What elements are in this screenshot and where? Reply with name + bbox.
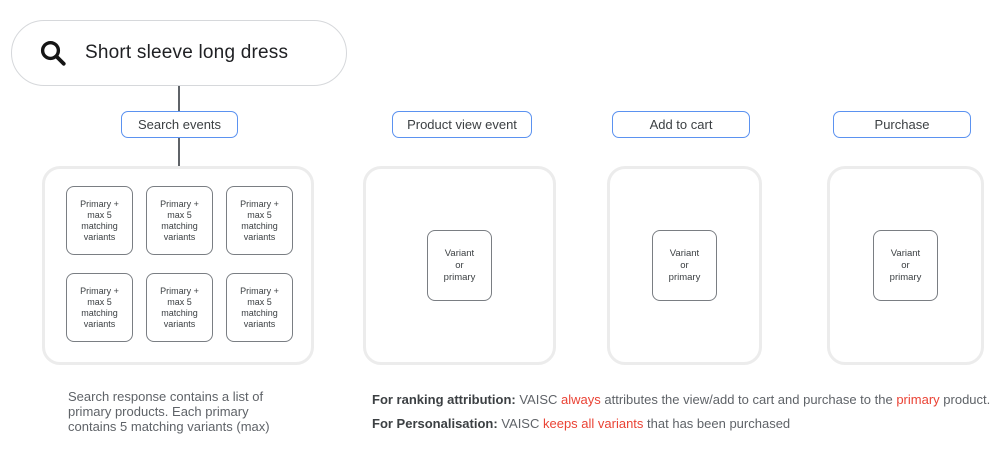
attribution-notes: For ranking attribution: VAISC always at… — [372, 392, 990, 440]
search-events-button[interactable]: Search events — [121, 111, 238, 138]
search-events-container: Primary + max 5 matching variants Primar… — [42, 166, 314, 365]
product-card: Primary + max 5 matching variants — [226, 186, 293, 255]
ranking-note-always: always — [561, 392, 601, 407]
personalisation-note-variants: keeps all variants — [542, 416, 644, 431]
add-to-cart-button[interactable]: Add to cart — [612, 111, 750, 138]
personalisation-note: For Personalisation: VAISC keeps all var… — [372, 416, 791, 431]
add-to-cart-label: Add to cart — [649, 117, 713, 132]
add-to-cart-container: Variant or primary — [607, 166, 762, 365]
search-input[interactable]: Short sleeve long dress — [11, 20, 347, 86]
purchase-label: Purchase — [874, 117, 930, 132]
variant-card: Variant or primary — [427, 230, 492, 301]
product-card: Primary + max 5 matching variants — [66, 273, 133, 342]
purchase-button[interactable]: Purchase — [833, 111, 971, 138]
search-icon — [38, 38, 68, 68]
purchase-container: Variant or primary — [827, 166, 984, 365]
product-card: Primary + max 5 matching variants — [146, 186, 213, 255]
product-view-event-label: Product view event — [407, 117, 517, 132]
personalisation-note-heading: For Personalisation: — [372, 416, 498, 431]
product-view-event-button[interactable]: Product view event — [392, 111, 532, 138]
ranking-note-heading: For ranking attribution: — [372, 392, 516, 407]
product-view-container: Variant or primary — [363, 166, 556, 365]
search-response-note: Search response contains a list of prima… — [68, 389, 270, 434]
product-card: Primary + max 5 matching variants — [66, 186, 133, 255]
product-card-grid: Primary + max 5 matching variants Primar… — [66, 186, 311, 342]
ranking-attribution-note: For ranking attribution: VAISC always at… — [372, 392, 991, 407]
variant-card: Variant or primary — [652, 230, 717, 301]
product-card: Primary + max 5 matching variants — [226, 273, 293, 342]
search-query-text: Short sleeve long dress — [85, 42, 289, 63]
product-card: Primary + max 5 matching variants — [146, 273, 213, 342]
variant-card: Variant or primary — [873, 230, 938, 301]
search-events-label: Search events — [137, 117, 222, 132]
ranking-note-primary: primary — [896, 392, 940, 407]
